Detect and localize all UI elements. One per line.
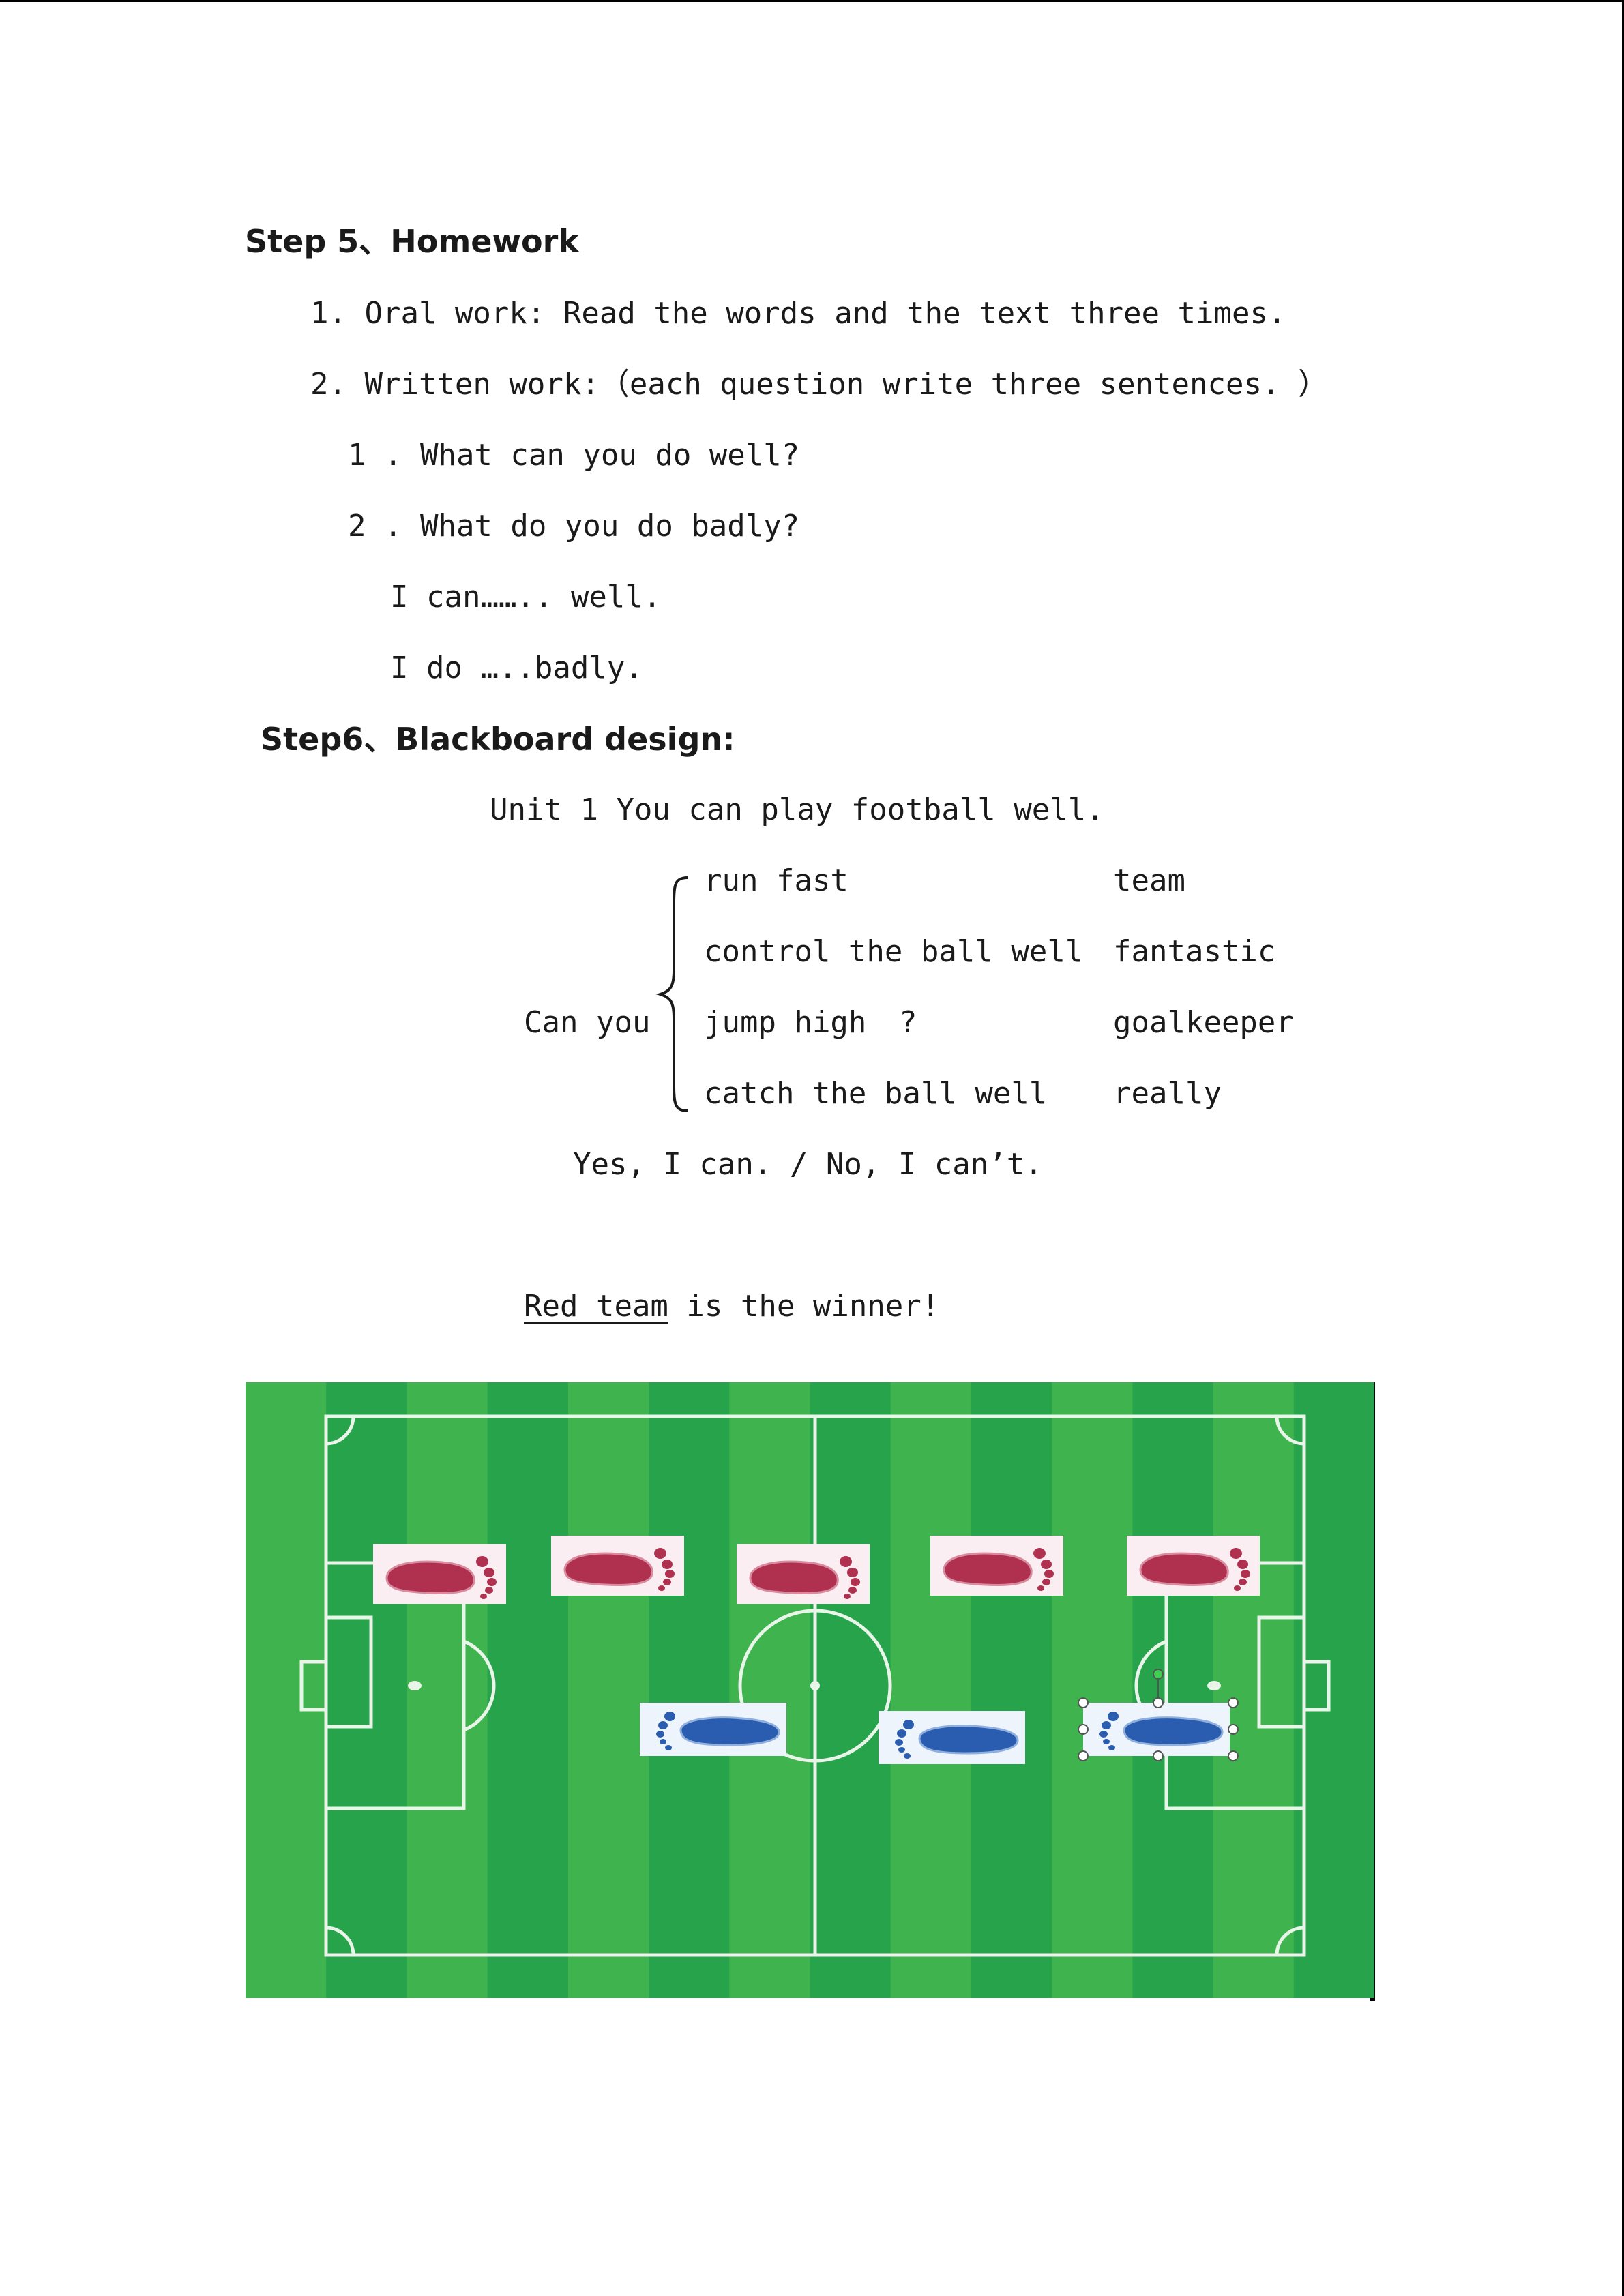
blue-foot-icon [1082,1701,1231,1757]
homework-heading: Step 5、Homework [245,223,579,260]
phrase-item: catch the ball well [704,1076,1048,1111]
page-border-right [1622,0,1624,2296]
grass-stripe [246,1382,327,1998]
grass-stripe [407,1382,488,1998]
winner-team: Red team [524,1289,668,1324]
grass-stripe [971,1382,1053,1998]
homework-item-2: 2. Written work:（each question write thr… [310,367,1328,402]
football-field-image [246,1382,1374,1998]
red-foot-icon [1125,1534,1261,1597]
grass-stripe [1052,1382,1134,1998]
red-foot-icon [929,1534,1065,1597]
homework-item-1: 1. Oral work: Read the words and the tex… [310,296,1286,331]
page-border-top [0,0,1624,2]
grass-stripe [1213,1382,1295,1998]
blackboard-answer: Yes, I can. / No, I can’t. [573,1147,1043,1182]
homework-question-1: 1 . What can you do well? [348,438,800,473]
vocab-word: really [1113,1076,1222,1111]
grass-stripe [487,1382,569,1998]
vocab-word: team [1113,863,1185,898]
curly-brace-icon [655,876,688,1112]
grass-stripe [729,1382,811,1998]
homework-pattern-2: I do …..badly. [390,651,643,685]
grass-stripe [649,1382,730,1998]
phrase-item: jump high [704,1005,867,1040]
grass-stripe [1132,1382,1214,1998]
question-mark: ? [899,1005,917,1040]
grass-stripe [810,1382,891,1998]
red-foot-icon [550,1534,685,1597]
grass-stripe [326,1382,408,1998]
phrase-item: control the ball well [704,934,1084,969]
phrase-item: run fast [704,863,848,898]
winner-line: Red team is the winner! [524,1287,939,1326]
grass-stripe [567,1382,650,1998]
red-foot-icon [372,1542,507,1605]
homework-question-2: 2 . What do you do badly? [348,509,800,543]
vocab-word: fantastic [1113,934,1276,969]
blue-foot-icon [638,1701,788,1757]
grass-stripe [1293,1382,1374,1998]
blackboard-lead: Can you [524,1005,651,1040]
grass-stripe [890,1382,972,1998]
homework-pattern-1: I can…….. well. [390,580,662,614]
blue-foot-icon [877,1710,1027,1765]
blackboard-heading: Step6、Blackboard design: [261,721,735,758]
selection-handles [1078,1669,1239,1761]
winner-text: is the winner! [668,1289,940,1324]
vocab-word: goalkeeper [1113,1005,1294,1040]
blackboard-unit-title: Unit 1 You can play football well. [490,792,1104,827]
red-foot-icon [735,1542,871,1605]
